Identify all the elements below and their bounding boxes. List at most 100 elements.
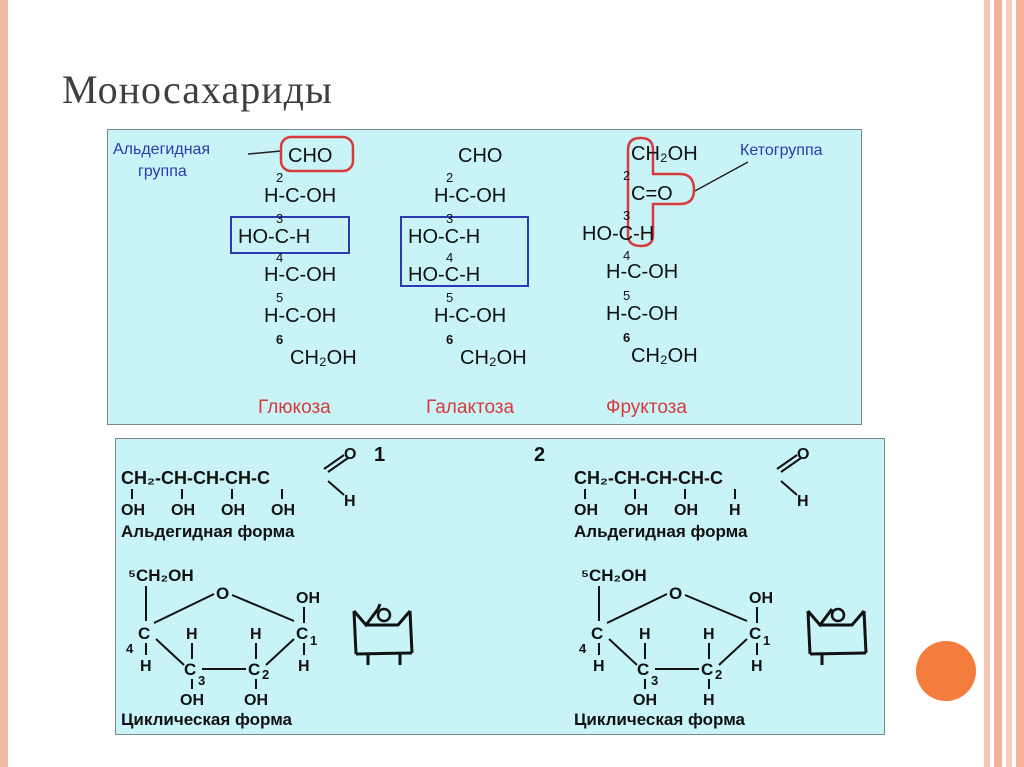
fructose-num-3: 3 bbox=[623, 208, 630, 223]
ribose-ring-c2: C bbox=[248, 660, 260, 679]
deoxyribose-ring-n1: 1 bbox=[763, 633, 770, 648]
glucose-num-5: 5 bbox=[276, 290, 283, 305]
cyclic-forms-panel: 1 CH₂-CH-CH-CH-C O H OH OH OH OH Альдеги… bbox=[115, 438, 885, 735]
ribose-ring-c1: C bbox=[296, 624, 308, 643]
ribose-ring-n3: 3 bbox=[198, 673, 205, 688]
fructose-row-5: H-C-OH bbox=[606, 303, 678, 325]
deoxyribose-number: 2 bbox=[534, 444, 545, 466]
right-stripe-2 bbox=[994, 0, 1002, 767]
fructose-row-3: HO-C-H bbox=[582, 223, 654, 245]
galactose-name: Галактоза bbox=[426, 397, 515, 418]
fructose-structure: CH₂OH C=O HO-C-H H-C-OH H-C-OH CH₂OH 2 3… bbox=[582, 143, 698, 418]
glucose-oh-highlight bbox=[230, 216, 350, 254]
deoxyribose-ring-bottom2: H bbox=[703, 692, 715, 709]
ribose-ring-c4: C bbox=[138, 624, 150, 643]
ribose-ring-oh3: OH bbox=[180, 692, 204, 709]
glucose-name: Глюкоза bbox=[258, 397, 331, 418]
glucose-row-1: CHO bbox=[288, 145, 332, 167]
glucose-row-2: H-C-OH bbox=[264, 185, 336, 207]
galactose-num-6: 6 bbox=[446, 332, 453, 347]
glucose-num-3: 3 bbox=[276, 211, 283, 226]
glucose-num-4: 4 bbox=[276, 250, 283, 265]
ribose-ring-h1: H bbox=[298, 658, 310, 675]
ribose-ring-c3: C bbox=[184, 660, 196, 679]
deoxyribose-oh-1: OH bbox=[574, 502, 598, 519]
fructose-name: Фруктоза bbox=[606, 397, 687, 418]
deoxyribose-ring-h1: H bbox=[751, 658, 763, 675]
fructose-num-6: 6 bbox=[623, 330, 630, 345]
deoxyribose-ring-o: O bbox=[669, 584, 682, 603]
galactose-row-2: H-C-OH bbox=[434, 185, 506, 207]
deoxyribose-oh-2: OH bbox=[624, 502, 648, 519]
deoxyribose-ring-h2-top: H bbox=[703, 626, 715, 643]
deoxyribose-ring-n4: 4 bbox=[579, 641, 587, 656]
aldehyde-group-label-1: Альдегидная bbox=[113, 141, 210, 158]
ribose-ring-n1: 1 bbox=[310, 633, 317, 648]
ribose-cyclic-label: Циклическая форма bbox=[121, 710, 293, 729]
ribose-oh-2: OH bbox=[171, 502, 195, 519]
galactose-row-6: CH₂OH bbox=[460, 347, 527, 369]
fructose-num-2: 2 bbox=[623, 168, 630, 183]
aldehyde-group-label-2: группа bbox=[138, 163, 187, 180]
fischer-projections-panel: Альдегидная группа Кетогруппа CHO H-C-OH… bbox=[107, 129, 862, 425]
fructose-row-4: H-C-OH bbox=[606, 261, 678, 283]
deoxyribose-ring-oh3: OH bbox=[633, 692, 657, 709]
deoxyribose-ring-c2: C bbox=[701, 660, 713, 679]
galactose-num-4: 4 bbox=[446, 250, 453, 265]
galactose-oh-highlight bbox=[400, 216, 529, 287]
deoxyribose-ring-c3: C bbox=[637, 660, 649, 679]
deoxyribose-ring-oh1: OH bbox=[749, 590, 773, 607]
deoxyribose-cyclic-label: Циклическая форма bbox=[574, 710, 746, 729]
glucose-num-6: 6 bbox=[276, 332, 283, 347]
deoxyribose-ring-n3: 3 bbox=[651, 673, 658, 688]
ribose-ring-h4: H bbox=[140, 658, 152, 675]
galactose-row-1: CHO bbox=[458, 145, 502, 167]
ribose-aldehyde-h: H bbox=[344, 493, 356, 510]
fructose-row-1: CH₂OH bbox=[631, 143, 698, 165]
glucose-row-5: H-C-OH bbox=[264, 305, 336, 327]
fructose-num-4: 4 bbox=[623, 248, 630, 263]
right-stripe-3 bbox=[1006, 0, 1012, 767]
keto-pointer bbox=[692, 161, 749, 193]
ribose-ring-h3-top: H bbox=[186, 626, 198, 643]
deoxyribose-ring-h4: H bbox=[593, 658, 605, 675]
ribose-aldehyde-label: Альдегидная форма bbox=[121, 522, 295, 541]
deoxyribose-aldehyde-h: H bbox=[797, 493, 809, 510]
glucose-row-3: HO-C-H bbox=[238, 226, 310, 248]
right-stripe-1 bbox=[984, 0, 990, 767]
fructose-row-6: CH₂OH bbox=[631, 345, 698, 367]
ribose-ring-oh1: OH bbox=[296, 590, 320, 607]
deoxyribose-ring-n2: 2 bbox=[715, 667, 722, 682]
fructose-num-5: 5 bbox=[623, 288, 630, 303]
cyclic-forms-svg: 1 CH₂-CH-CH-CH-C O H OH OH OH OH Альдеги… bbox=[121, 444, 868, 729]
galactose-structure: CHO H-C-OH HO-C-H HO-C-H H-C-OH CH₂OH 2 … bbox=[408, 145, 527, 418]
glucose-row-6: CH₂OH bbox=[290, 347, 357, 369]
fructose-keto-highlight bbox=[626, 136, 696, 248]
ribose-oh-1: OH bbox=[121, 502, 145, 519]
galactose-num-5: 5 bbox=[446, 290, 453, 305]
galactose-row-3: HO-C-H bbox=[408, 226, 480, 248]
deoxyribose-h-4: H bbox=[729, 502, 741, 519]
glucose-row-4: H-C-OH bbox=[264, 264, 336, 286]
aldehyde-pointer bbox=[247, 150, 282, 155]
ribose-ring-skeleton-icon bbox=[352, 603, 414, 665]
galactose-row-4: HO-C-H bbox=[408, 264, 480, 286]
ribose-oh-3: OH bbox=[221, 502, 245, 519]
keto-group-label: Кетогруппа bbox=[740, 142, 823, 159]
deoxyribose-aldehyde-label: Альдегидная форма bbox=[574, 522, 748, 541]
ribose-ring-h2-top: H bbox=[250, 626, 262, 643]
ribose-ring-o: O bbox=[216, 584, 229, 603]
ribose-chain: CH₂-CH-CH-CH-C bbox=[121, 468, 270, 488]
deoxyribose-forms: 2 CH₂-CH-CH-CH-C O H OH OH OH H Альдегид… bbox=[534, 444, 868, 729]
fructose-row-2: C=O bbox=[631, 183, 673, 205]
ribose-ring-top: ⁵CH₂OH bbox=[128, 566, 194, 585]
deoxyribose-oh-3: OH bbox=[674, 502, 698, 519]
ribose-oh-4: OH bbox=[271, 502, 295, 519]
ribose-ring-n4: 4 bbox=[126, 641, 134, 656]
glucose-structure: CHO H-C-OH HO-C-H H-C-OH H-C-OH CH₂OH 2 … bbox=[238, 145, 357, 418]
glucose-cho-highlight bbox=[279, 135, 355, 173]
ribose-number: 1 bbox=[374, 444, 385, 466]
slide-title: Моносахариды bbox=[62, 67, 333, 112]
fischer-projections-svg: Альдегидная группа Кетогруппа CHO H-C-OH… bbox=[113, 135, 823, 418]
ribose-ring-bottom2: OH bbox=[244, 692, 268, 709]
